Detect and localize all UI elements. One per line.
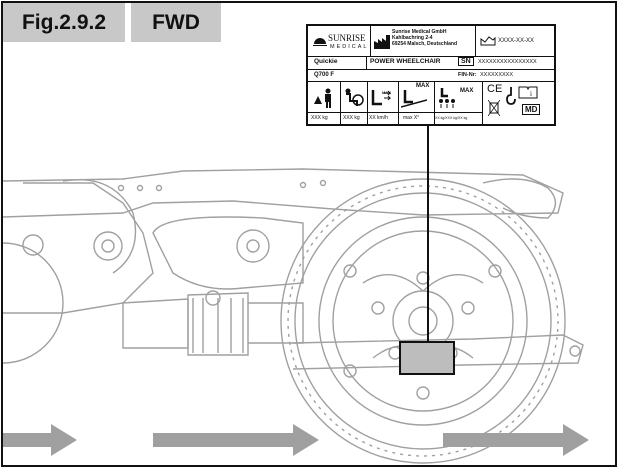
manufacture-date: XXXX-XX-XX (498, 38, 535, 44)
manufacture-date-icon (480, 36, 496, 46)
figure-number: Fig.2.9.2 (3, 3, 125, 42)
label-symbols-row: MAX MAX MAX CE i MD XXX kg XXX kg XX km/… (308, 81, 554, 126)
speed-icon (371, 90, 392, 106)
ce-mark: CE (487, 83, 503, 95)
max-speed-label: MAX (382, 90, 391, 95)
max-user-weight: XXX kg (311, 115, 328, 121)
fin-value: XXXXXXXXX (480, 72, 514, 78)
serial-number-value: XXXXXXXXXXXXXXXX (478, 59, 537, 65)
identification-label: SUNRISE MEDICAL Sunrise Medical GmbH Kah… (306, 24, 556, 126)
axle-loads: XX kg/XXX kg/XX kg (435, 116, 468, 120)
label-model-row: Quickie POWER WHEELCHAIR SN XXXXXXXXXXXX… (308, 56, 554, 70)
max-seat-load: XXX kg (343, 115, 360, 121)
figure-frame: Fig.2.9.2 FWD SUNRISE MEDICAL Sunrise Me… (1, 1, 617, 467)
label-id-row: Q700 F FIN-Nr: XXXXXXXXX (308, 69, 554, 81)
model-name: Quickie (314, 58, 338, 65)
user-weight-icon (314, 88, 331, 108)
md-mark: MD (522, 104, 541, 115)
max-axle-label: MAX (460, 88, 474, 94)
max-slope-label: MAX (416, 83, 430, 89)
model-number: Q700 F (314, 72, 335, 78)
sunrise-logo-icon (313, 38, 327, 46)
manual-icon: i (518, 86, 538, 99)
label-header-row: SUNRISE MEDICAL Sunrise Medical GmbH Kah… (308, 26, 554, 57)
brand-bottom: MEDICAL (330, 44, 369, 50)
brand-top: SUNRISE (328, 33, 366, 43)
axle-load-icon (439, 88, 455, 108)
max-speed: XX km/h (369, 115, 388, 121)
slope-icon (401, 90, 427, 108)
serial-number-label: SN (458, 57, 474, 66)
label-position-marker (399, 341, 455, 375)
drive-mode-label: FWD (131, 3, 221, 42)
manufacturer-icon (374, 35, 390, 49)
fin-label: FIN-Nr: (458, 72, 477, 78)
device-type: POWER WHEELCHAIR (370, 58, 441, 65)
wheelchair-drawing (3, 124, 589, 464)
manufacturer-street: Kahlbachring 2-4 (392, 35, 433, 41)
seat-load-icon (345, 88, 364, 106)
lifting-point-icon (506, 87, 516, 105)
max-slope: max X° (403, 115, 420, 121)
manufacturer-name: Sunrise Medical GmbH (392, 29, 447, 35)
weee-bin-icon (488, 100, 500, 116)
manufacturer-city: 69254 Malsch, Deutschland (392, 41, 458, 47)
svg-text:i: i (530, 90, 532, 98)
